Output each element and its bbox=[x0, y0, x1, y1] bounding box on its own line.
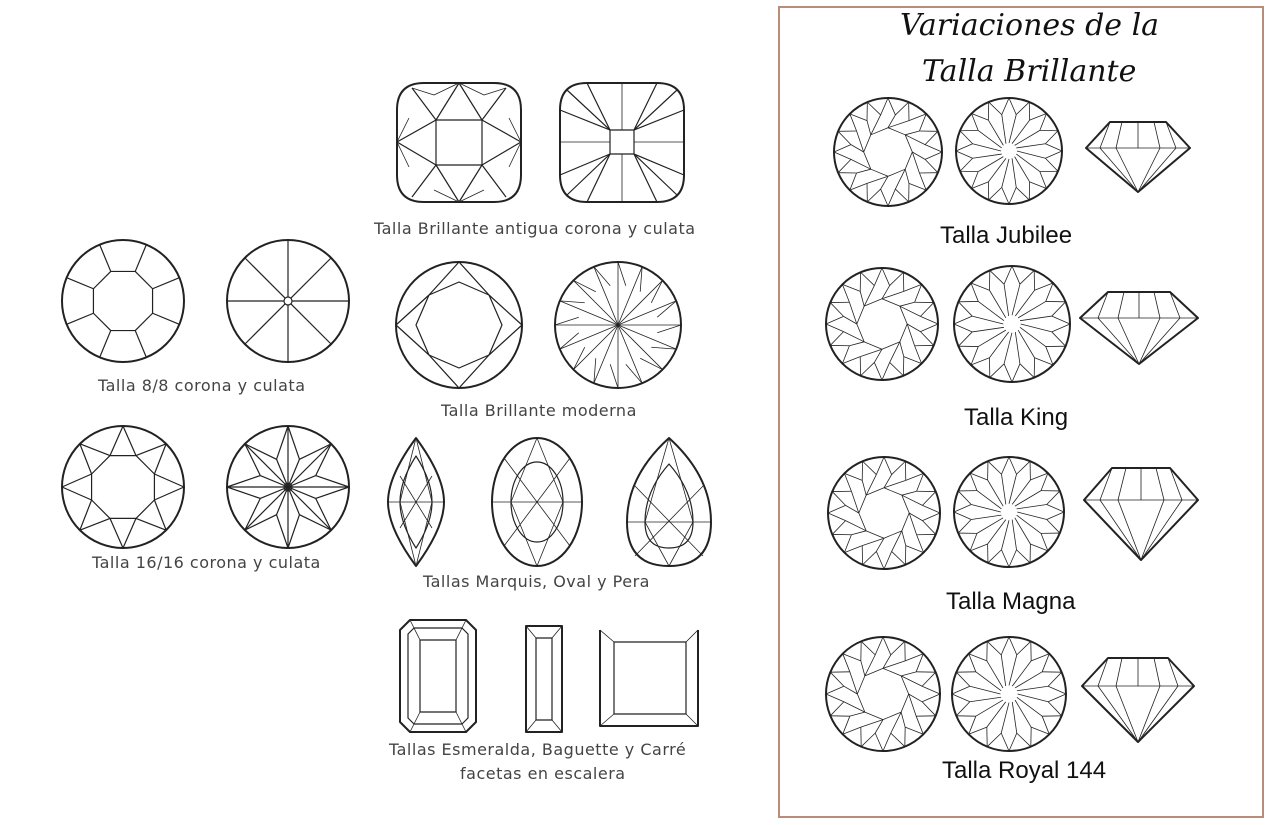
baguette-cut-diagram bbox=[525, 625, 563, 733]
jubilee-crown-diagram bbox=[833, 97, 943, 207]
marquise-diagram bbox=[387, 437, 445, 567]
carre-cut-diagram bbox=[599, 629, 699, 727]
pear-diagram bbox=[626, 437, 712, 567]
caption-jubilee: Talla Jubilee bbox=[940, 222, 1073, 249]
caption-old-brilliant: Talla Brillante antigua corona y culata bbox=[374, 219, 696, 238]
royal-144-profile-diagram bbox=[1081, 657, 1195, 743]
panel-title-line1: Variaciones de la bbox=[900, 8, 1160, 43]
magna-pavilion-diagram bbox=[953, 456, 1065, 568]
caption-modern-brilliant: Talla Brillante moderna bbox=[441, 401, 637, 420]
caption-king: Talla King bbox=[964, 404, 1069, 431]
jubilee-pavilion-diagram bbox=[955, 97, 1063, 205]
sixteen-cut-pavilion-diagram bbox=[226, 425, 350, 549]
emerald-cut-diagram bbox=[399, 619, 477, 733]
king-profile-diagram bbox=[1079, 291, 1199, 365]
royal-144-pavilion-diagram bbox=[951, 636, 1067, 752]
caption-sixteen-cut: Talla 16/16 corona y culata bbox=[92, 553, 321, 572]
king-pavilion-diagram bbox=[953, 265, 1071, 383]
modern-brilliant-pavilion-diagram bbox=[554, 261, 682, 389]
panel-title-line2: Talla Brillante bbox=[922, 54, 1137, 89]
magna-crown-diagram bbox=[827, 456, 941, 570]
oval-diagram bbox=[491, 437, 583, 567]
brilliant-variations-panel bbox=[778, 6, 1264, 818]
magna-profile-diagram bbox=[1083, 467, 1199, 561]
old-brilliant-crown-diagram bbox=[396, 82, 522, 203]
caption-fancy-shapes: Tallas Marquis, Oval y Pera bbox=[423, 572, 650, 591]
sixteen-cut-crown-diagram bbox=[61, 425, 185, 549]
eight-cut-pavilion-diagram bbox=[226, 239, 350, 363]
modern-brilliant-crown-diagram bbox=[395, 261, 523, 389]
king-crown-diagram bbox=[825, 267, 939, 381]
caption-eight-cut: Talla 8/8 corona y culata bbox=[98, 376, 306, 395]
royal-144-crown-diagram bbox=[825, 636, 941, 752]
jubilee-profile-diagram bbox=[1085, 121, 1191, 193]
caption-magna: Talla Magna bbox=[946, 588, 1076, 615]
caption-step-cuts-line1: Tallas Esmeralda, Baguette y Carré bbox=[389, 740, 687, 759]
caption-royal-144: Talla Royal 144 bbox=[942, 757, 1107, 784]
caption-step-cuts-line2: facetas en escalera bbox=[460, 764, 626, 783]
old-brilliant-pavilion-diagram bbox=[559, 82, 685, 203]
eight-cut-crown-diagram bbox=[61, 239, 185, 363]
